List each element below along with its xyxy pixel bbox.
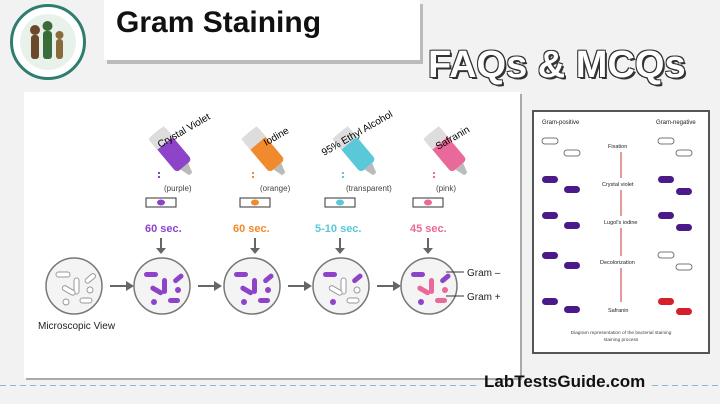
arrow-3 — [288, 281, 312, 291]
reagent-color: (orange) — [260, 184, 291, 193]
view-circle-alcohol — [312, 257, 370, 315]
gram-negative-label: Gram – — [467, 268, 501, 279]
step-label: Decolorization — [600, 260, 635, 266]
step-label: Lugol's iodine — [604, 220, 637, 226]
reagent-color: (pink) — [436, 184, 456, 193]
title-banner: Gram Staining — [104, 0, 420, 60]
gram-comparison-panel: Gram-positive Gram-negative Fixation Cry… — [532, 110, 710, 354]
row-fixation: Fixation — [541, 137, 693, 157]
reagent-ethyl-alcohol: 95% Ethyl Alcohol (transparent) 5-10 sec… — [315, 109, 395, 254]
staining-diagram: Crystal Violet (purple) 60 sec. Iodine (… — [24, 92, 520, 378]
reagent-time: 60 sec. — [233, 223, 270, 235]
arrow-2 — [198, 281, 222, 291]
reagent-color: (transparent) — [346, 184, 392, 193]
reagent-name: Iodine — [262, 125, 291, 148]
gram-positive-heading: Gram-positive — [542, 120, 580, 126]
site-name[interactable]: LabTestsGuide.com — [484, 372, 646, 391]
reagent-time: 60 sec. — [145, 223, 182, 235]
view-circle-safranin — [400, 257, 458, 315]
step-label: Safranin — [608, 308, 629, 314]
row-decolorization: Decolorization — [542, 251, 693, 271]
panel-caption: Diagram representation of the bacterial … — [571, 330, 672, 336]
row-iodine: Lugol's iodine — [542, 212, 692, 231]
reagent-iodine: Iodine (orange) 60 sec. — [233, 125, 291, 254]
view-circle-crystal-violet — [133, 257, 191, 315]
lab-logo — [10, 4, 86, 80]
gram-negative-heading: Gram-negative — [656, 120, 696, 126]
reagent-crystal-violet: Crystal Violet (purple) 60 sec. — [145, 112, 213, 254]
arrow-1 — [110, 281, 134, 291]
page-title: Gram Staining — [116, 6, 322, 39]
row-crystal-violet: Crystal violet — [542, 176, 692, 195]
panel-caption-2: staining process — [604, 337, 639, 343]
family-logo-icon — [20, 14, 76, 70]
reagent-color: (purple) — [164, 184, 192, 193]
microscopic-view-label: Microscopic View — [38, 321, 116, 332]
faq-subtitle: FAQs & MCQs — [428, 44, 686, 86]
view-circle-unstained — [45, 257, 103, 315]
step-label: Fixation — [608, 144, 627, 150]
reagent-time: 5-10 sec. — [315, 223, 361, 235]
row-safranin: Safranin — [542, 298, 692, 315]
gram-positive-label: Gram + — [467, 292, 501, 303]
reagent-time: 45 sec. — [410, 223, 447, 235]
reagent-safranin: Safranin (pink) 45 sec. — [410, 124, 472, 254]
step-label: Crystal violet — [602, 182, 634, 188]
arrow-4 — [377, 281, 401, 291]
view-circle-iodine — [223, 257, 281, 315]
